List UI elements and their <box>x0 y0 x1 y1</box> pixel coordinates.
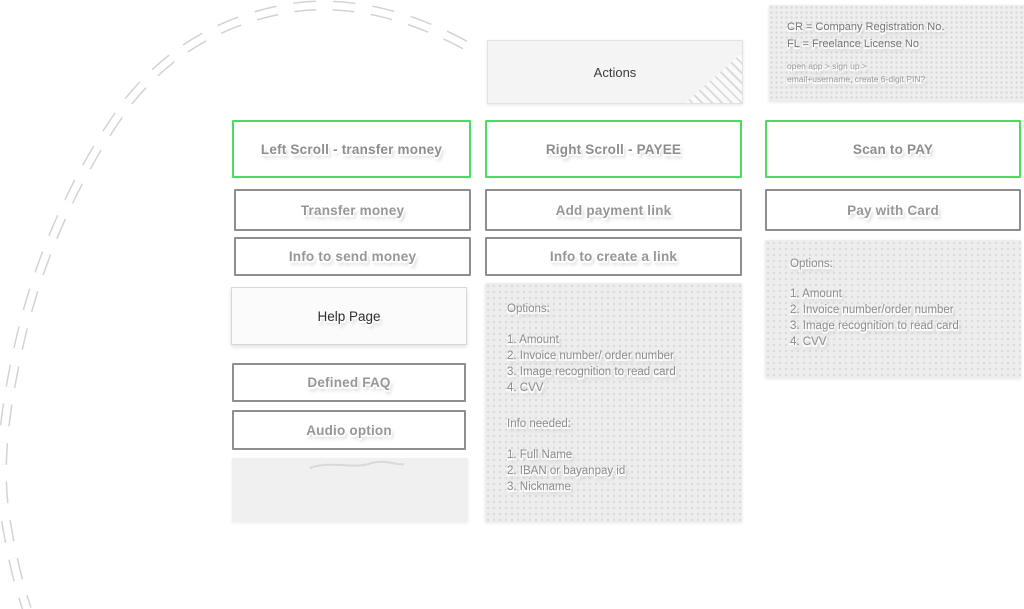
blank-note-card <box>232 458 468 522</box>
note-line-fl: FL = Freelance License No <box>787 38 919 50</box>
transfer-money-button[interactable]: Transfer money <box>234 189 471 231</box>
scan-options-title: Options: <box>790 258 833 270</box>
actions-card-label: Actions <box>593 64 637 80</box>
info-to-send-money-button[interactable]: Info to send money <box>234 237 471 276</box>
actions-card: Actions <box>487 40 743 104</box>
payee-option-item: 1. Amount <box>507 334 559 346</box>
scan-option-item: 2. Invoice number/order number <box>790 304 954 316</box>
add-payment-link-button-label: Add payment link <box>555 202 672 218</box>
payee-option-item: 4. CVV <box>507 382 544 394</box>
scan-option-item: 4. CVV <box>790 336 827 348</box>
info-needed-item: 1. Full Name <box>507 449 573 461</box>
pay-with-card-button[interactable]: Pay with Card <box>765 189 1021 231</box>
note-line-pin: email+username, create 6-digit PIN? <box>787 74 926 84</box>
info-needed-title: Info needed: <box>507 418 571 430</box>
add-payment-link-button[interactable]: Add payment link <box>485 189 742 231</box>
notes-panel: CR = Company Registration No. FL = Freel… <box>769 5 1024 101</box>
payee-options-panel: Options: 1. Amount 2. Invoice number/ or… <box>485 283 742 522</box>
payee-option-item: 3. Image recognition to read card <box>507 366 676 378</box>
right-scroll-button-label: Right Scroll - PAYEE <box>545 141 682 157</box>
info-needed-item: 2. IBAN or bayanpay id <box>507 465 626 477</box>
scan-option-item: 3. Image recognition to read card <box>790 320 959 332</box>
scan-options-panel: Options: 1. Amount 2. Invoice number/ord… <box>765 240 1021 378</box>
payee-options-title: Options: <box>507 303 550 315</box>
scribble-mark <box>309 460 405 469</box>
defined-faq-button-label: Defined FAQ <box>307 375 391 390</box>
payee-option-item: 2. Invoice number/ order number <box>507 350 674 362</box>
info-needed-item: 3. Nickname <box>507 481 571 493</box>
help-page-card[interactable]: Help Page <box>231 287 467 345</box>
audio-option-button[interactable]: Audio option <box>232 410 466 450</box>
left-scroll-button-label: Left Scroll - transfer money <box>260 141 443 157</box>
transfer-money-button-label: Transfer money <box>300 202 405 218</box>
scan-to-pay-button[interactable]: Scan to PAY <box>765 120 1021 178</box>
right-scroll-button[interactable]: Right Scroll - PAYEE <box>485 120 742 178</box>
left-scroll-button[interactable]: Left Scroll - transfer money <box>232 120 471 178</box>
audio-option-button-label: Audio option <box>306 422 392 438</box>
info-to-send-money-button-label: Info to send money <box>288 249 417 264</box>
note-line-signup: open app > sign up > <box>787 61 867 71</box>
defined-faq-button[interactable]: Defined FAQ <box>232 363 466 402</box>
scan-option-item: 1. Amount <box>790 288 842 300</box>
info-to-create-link-button[interactable]: Info to create a link <box>485 237 742 276</box>
help-page-card-label: Help Page <box>317 308 381 324</box>
note-line-cr: CR = Company Registration No. <box>787 21 945 33</box>
pay-with-card-button-label: Pay with Card <box>847 202 939 218</box>
page-fold-corner <box>684 52 742 103</box>
scan-to-pay-button-label: Scan to PAY <box>852 141 934 157</box>
info-to-create-link-button-label: Info to create a link <box>549 249 678 264</box>
